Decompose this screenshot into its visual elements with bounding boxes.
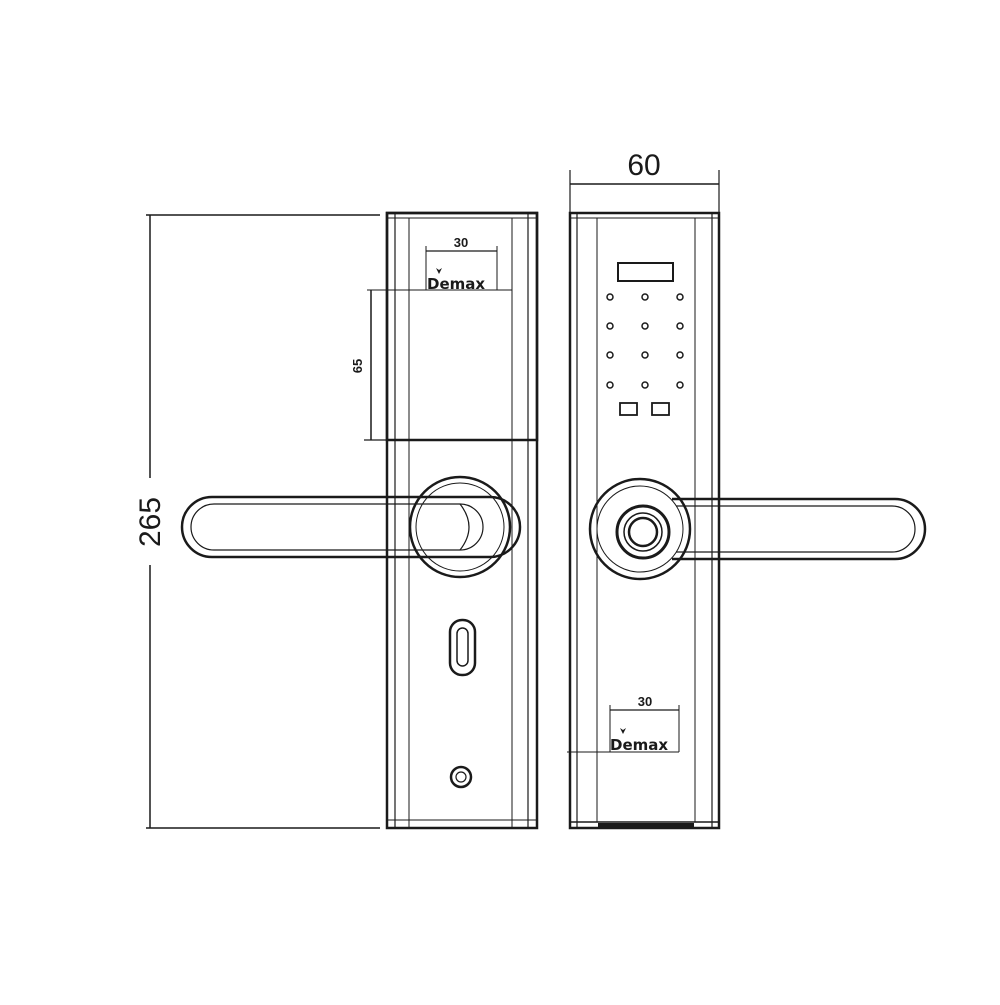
width-dimension: 60 xyxy=(569,149,720,214)
keypad-dot-icon[interactable] xyxy=(606,351,614,359)
width-label: 60 xyxy=(627,149,660,182)
front-brand-text: Demax xyxy=(427,275,485,293)
back-rosette xyxy=(588,477,692,581)
keypad-dot-icon[interactable] xyxy=(606,293,614,301)
back-handle xyxy=(672,497,927,561)
front-brand-logo: Demax xyxy=(427,268,485,293)
keypad-dot-icon[interactable] xyxy=(641,381,649,389)
leaf-icon xyxy=(436,268,442,274)
back-logo-width-label: 30 xyxy=(638,694,652,709)
keypad-function-key[interactable] xyxy=(651,402,670,416)
upper-height-label: 65 xyxy=(350,359,365,373)
keypad-dot-icon[interactable] xyxy=(676,322,684,330)
emergency-key-icon xyxy=(449,765,473,789)
keypad-dot-icon[interactable] xyxy=(641,322,649,330)
front-logo-width-label: 30 xyxy=(454,235,468,250)
height-dimension: 265 xyxy=(134,214,380,829)
front-view: 65 30 Demax xyxy=(180,211,539,830)
back-logo-dimension: 30 xyxy=(567,694,680,753)
upper-height-dimension: 65 xyxy=(350,290,387,441)
leaf-icon xyxy=(620,728,626,734)
front-logo-dimension: 30 xyxy=(425,235,498,290)
front-rosette xyxy=(408,475,512,579)
keypad-dot-icon[interactable] xyxy=(606,381,614,389)
keypad-function-key[interactable] xyxy=(619,402,638,416)
display-screen xyxy=(617,262,674,282)
keyhole-icon xyxy=(448,618,477,677)
keypad-dot-icon[interactable] xyxy=(641,293,649,301)
front-handle xyxy=(180,495,522,559)
keypad xyxy=(606,293,684,416)
height-label: 265 xyxy=(134,497,167,547)
keypad-dot-icon[interactable] xyxy=(606,322,614,330)
fingerprint-sensor-icon[interactable] xyxy=(615,504,671,560)
back-brand-logo: Demax xyxy=(610,728,668,754)
back-brand-text: Demax xyxy=(610,736,668,754)
keypad-dot-icon[interactable] xyxy=(676,381,684,389)
keypad-dot-icon[interactable] xyxy=(641,351,649,359)
keypad-dot-icon[interactable] xyxy=(676,293,684,301)
back-view: 30 Demax xyxy=(567,211,927,830)
keypad-dot-icon[interactable] xyxy=(676,351,684,359)
